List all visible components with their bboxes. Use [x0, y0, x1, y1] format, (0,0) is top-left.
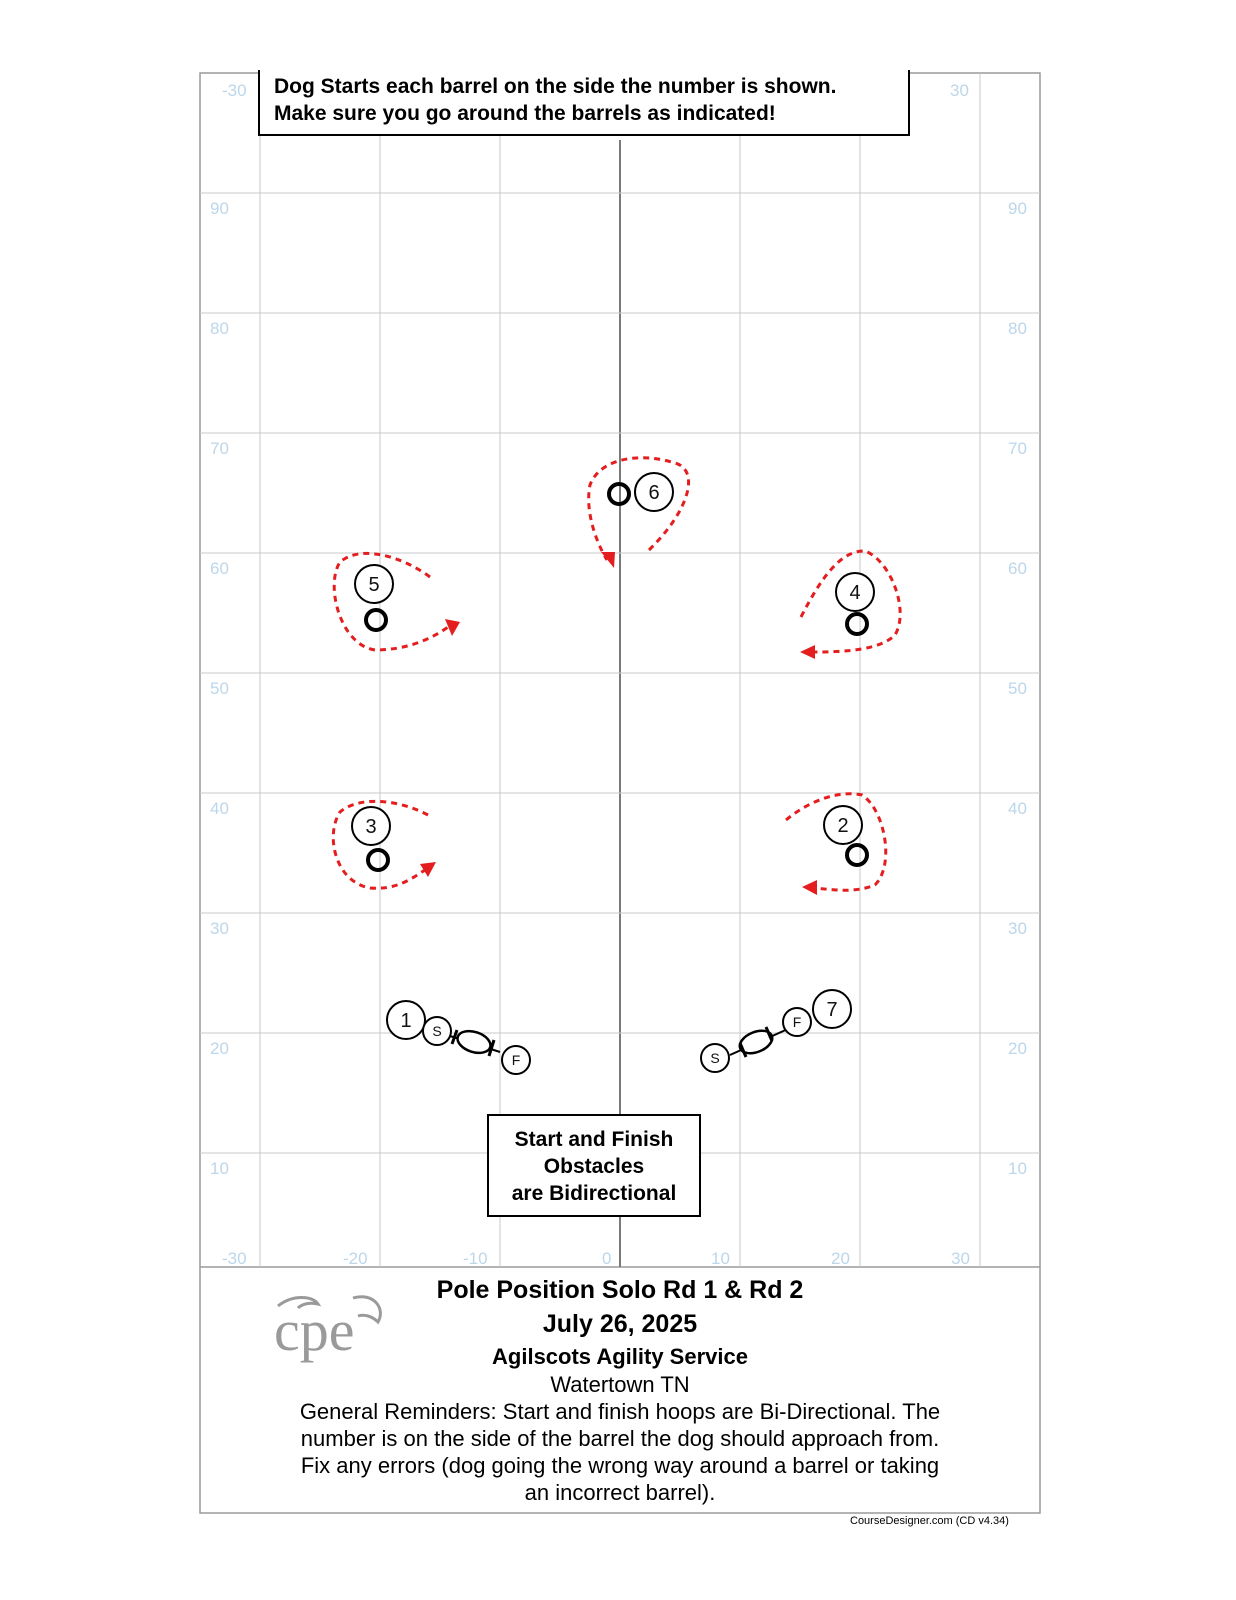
instruction-line-1: Dog Starts each barrel on the side the n… [274, 75, 837, 98]
finish-marker-left [501, 1045, 531, 1075]
x-label: 10 [711, 1249, 730, 1268]
y-label-left: 20 [210, 1039, 229, 1058]
marker-4-label: 4 [849, 582, 860, 604]
marker-4 [835, 572, 875, 612]
y-label-right: 80 [1008, 319, 1027, 338]
finish-letter: F [793, 1014, 802, 1030]
marker-7 [812, 989, 852, 1029]
y-label-left: 50 [210, 679, 229, 698]
number-markers: 6 5 4 3 2 1 7 [351, 472, 875, 1040]
x-label: 30 [951, 1249, 970, 1268]
start-letter: S [710, 1050, 719, 1066]
bidirectional-note: Start and Finish Obstacles are Bidirecti… [487, 1114, 701, 1217]
handling-paths [331, 456, 902, 895]
barrel-2 [845, 843, 869, 867]
grid-vertical [259, 73, 981, 1267]
y-label-left: 10 [210, 1159, 229, 1178]
reminder-line: Fix any errors (dog going the wrong way … [300, 1453, 940, 1478]
logo-text: cpe [274, 1298, 355, 1363]
arrow-barrel-6 [601, 552, 615, 568]
arrow-barrel-2 [802, 880, 817, 895]
y-label-right: 60 [1008, 559, 1027, 578]
marker-2-label: 2 [837, 815, 848, 837]
bidirectional-line-1: Start and Finish [514, 1128, 674, 1151]
instruction-box: Dog Starts each barrel on the side the n… [258, 70, 910, 136]
x-label: -10 [463, 1249, 488, 1268]
y-label-right: 20 [1008, 1039, 1027, 1058]
start-letter: S [432, 1023, 441, 1039]
x-label: 20 [831, 1249, 850, 1268]
path-barrel-6 [587, 456, 690, 561]
software-credit: CourseDesigner.com (CD v4.34) [850, 1515, 1009, 1527]
course-date: July 26, 2025 [542, 1310, 698, 1338]
cpe-logo: cpe [274, 1295, 382, 1363]
y-label-left: 80 [210, 319, 229, 338]
marker-5 [354, 564, 394, 604]
reminder-line: General Reminders: Start and finish hoop… [299, 1399, 941, 1424]
barrel-6 [607, 482, 631, 506]
corner-label-top-right: 30 [950, 81, 969, 100]
finish-letter: F [512, 1052, 521, 1068]
path-barrel-5 [332, 551, 449, 652]
general-reminders: General Reminders: Start and finish hoop… [260, 1398, 980, 1506]
y-label-right: 50 [1008, 679, 1027, 698]
arrow-barrel-5 [445, 619, 460, 636]
barrel-4 [845, 612, 869, 636]
barrels [364, 482, 869, 872]
finish-hoop-right: S F [700, 1007, 812, 1073]
y-label-left: 60 [210, 559, 229, 578]
x-label: -20 [343, 1249, 368, 1268]
marker-3-label: 3 [365, 816, 376, 838]
y-label-right: 30 [1008, 919, 1027, 938]
y-label-right: 40 [1008, 799, 1027, 818]
path-barrel-2 [785, 792, 888, 892]
y-label-left: 70 [210, 439, 229, 458]
arrow-barrel-3 [420, 862, 436, 877]
y-label-right: 90 [1008, 199, 1027, 218]
footer: Pole Position Solo Rd 1 & Rd 2 July 26, … [200, 1268, 1040, 1512]
y-label-right: 10 [1008, 1159, 1027, 1178]
marker-6-label: 6 [648, 482, 659, 504]
reminder-line: an incorrect barrel). [524, 1480, 716, 1505]
marker-1-label: 1 [400, 1010, 411, 1032]
y-label-left: 40 [210, 799, 229, 818]
marker-1 [386, 1000, 426, 1040]
corner-label-top-left: -30 [222, 81, 247, 100]
start-marker-left [422, 1016, 452, 1046]
y-label-left: 90 [210, 199, 229, 218]
grid-horizontal [200, 192, 1040, 1154]
host-name: Agilscots Agility Service [492, 1344, 748, 1369]
path-barrel-3 [331, 799, 429, 890]
barrel-3 [366, 848, 390, 872]
x-label: 0 [602, 1249, 611, 1268]
x-label: -30 [222, 1249, 247, 1268]
marker-2 [823, 805, 863, 845]
reminder-line: number is on the side of the barrel the … [300, 1426, 940, 1451]
location: Watertown TN [550, 1372, 690, 1397]
start-marker-right [700, 1043, 730, 1073]
marker-7-label: 7 [826, 999, 837, 1021]
start-hoop-left: S F [422, 1016, 531, 1075]
y-label-left: 30 [210, 919, 229, 938]
marker-6 [634, 472, 674, 512]
marker-5-label: 5 [368, 574, 379, 596]
course-title: Pole Position Solo Rd 1 & Rd 2 [436, 1276, 804, 1304]
bidirectional-line-3: are Bidirectional [511, 1182, 677, 1205]
instruction-line-2: Make sure you go around the barrels as i… [274, 102, 776, 125]
marker-3 [351, 806, 391, 846]
y-label-right: 70 [1008, 439, 1027, 458]
arrow-barrel-4 [800, 645, 815, 659]
barrel-5 [364, 608, 388, 632]
bidirectional-line-2: Obstacles [543, 1155, 645, 1178]
finish-marker-right [782, 1007, 812, 1037]
